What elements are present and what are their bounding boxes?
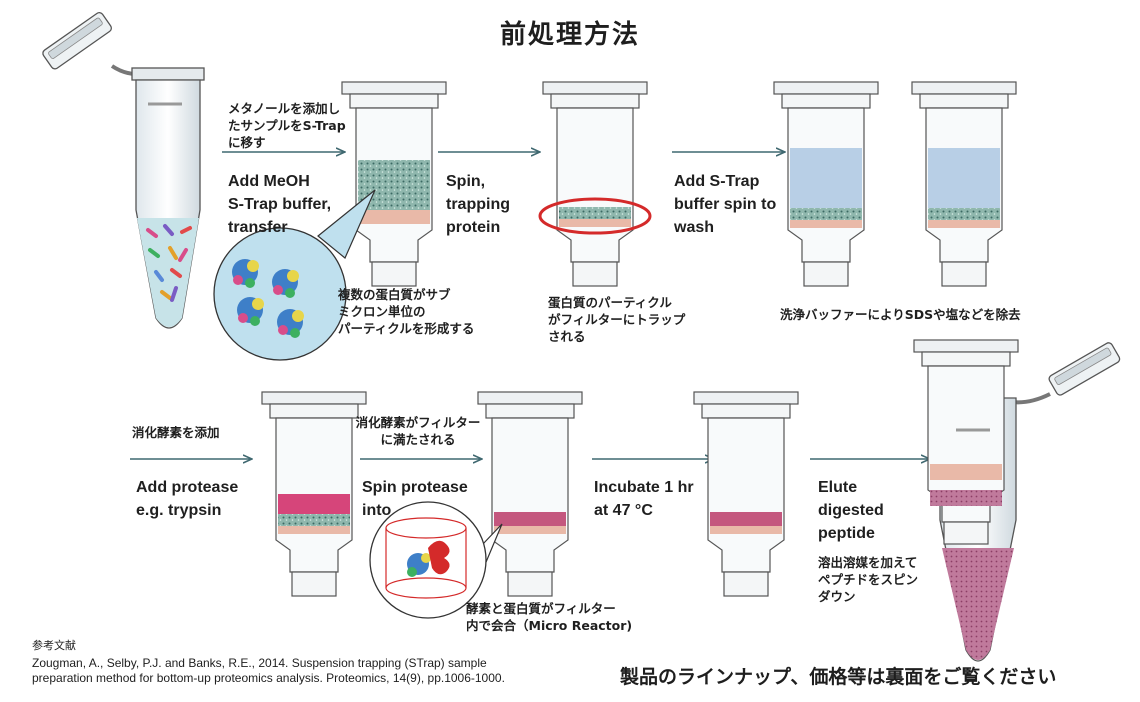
step-2-en-line-1: Spin, [446,173,486,190]
caption-2-line-2: がフィルターにトラップ [548,312,686,327]
step-6-en-line-1: Incubate 1 hr [594,479,694,496]
caption-1-line-3: パーティクルを形成する [338,321,475,336]
step-4-en-line-2: e.g. trypsin [136,502,222,519]
protein-clusters [232,259,304,338]
caption-wash: 洗浄バッファーによりSDSや塩などを除去 [780,306,1021,323]
step-4-en-label: Add protease e.g. trypsin [136,476,238,522]
caption-5-line-2: ペプチドをスピン [818,572,919,587]
step-2-en-line-2: trapping [446,196,510,213]
step-7-en-line-2: digested [818,502,884,519]
caption-elution: 溶出溶媒を加えて ペプチドをスピン ダウン [818,554,918,605]
step-2-en-line-3: protein [446,219,501,236]
reference-line-1: Zougman, A., Selby, P.J. and Banks, R.E.… [32,656,487,670]
spin-column-6 [477,391,583,597]
step-3-en-line-1: Add S-Trap [674,173,760,190]
step-3-en-line-3: wash [674,219,715,236]
step-1-jp-label: メタノールを添加し たサンプルをS-Trap に移す [228,100,346,151]
step-5-en-line-1: Spin protease [362,479,468,496]
step-5-jp-line-2: に満たされる [380,432,456,447]
spin-column-2 [538,81,652,287]
reference-heading: 参考文献 [32,639,76,652]
caption-4-line-1: 酵素と蛋白質がフィルター [466,601,616,616]
step-4-en-line-1: Add protease [136,479,239,496]
reference-line-2: preparation method for bottom-up proteom… [32,671,505,685]
step-4-jp-label: 消化酵素を添加 [132,424,220,441]
page-title: 前処理方法 [499,20,640,50]
step-1-jp-line-1: メタノールを添加し [228,101,341,116]
step-5-jp-line-1: 消化酵素がフィルター [355,415,481,430]
step-5-en-label: Spin protease into [362,476,468,522]
step-1-en-line-3: transfer [228,219,288,236]
caption-5-line-3: ダウン [818,589,856,604]
step-2-en-label: Spin, trapping protein [446,170,510,239]
step-5-en-line-2: into [362,502,392,519]
caption-2-line-1: 蛋白質のパーティクル [548,295,672,310]
spin-column-1 [341,81,447,287]
caption-micro-reactor: 酵素と蛋白質がフィルター 内で会合（Micro Reactor) [466,600,632,634]
step-5-jp-label: 消化酵素がフィルター に満たされる [348,414,488,448]
caption-1-line-1: 複数の蛋白質がサブ [338,287,451,302]
step-1-en-line-2: S-Trap buffer, [228,196,332,213]
micro-reactor-bubble [369,501,503,619]
filter-highlight-ring [538,197,652,235]
process-arrows [130,152,930,459]
caption-filter-trap: 蛋白質のパーティクル がフィルターにトラップ される [548,294,685,345]
step-6-en-label: Incubate 1 hr at 47 °C [594,476,694,522]
caption-4-line-2: 内で会合（Micro Reactor) [466,618,633,633]
protein-particles [146,224,192,302]
caption-particle-formation: 複数の蛋白質がサブ ミクロン単位の パーティクルを形成する [338,286,474,337]
step-3-en-label: Add S-Trap buffer spin to wash [674,170,776,239]
step-6-en-line-2: at 47 °C [594,502,653,519]
step-1-jp-line-2: たサンプルをS-Trap [228,118,346,133]
step-7-en-line-1: Elute [818,479,858,496]
spin-column-3 [773,81,879,287]
sample-tube [42,12,205,329]
back-page-notice: 製品のラインナップ、価格等は裏面をご覧ください [620,666,1057,688]
step-7-en-label: Elute digested peptide [818,476,884,545]
particle-zoom-bubble [213,189,376,361]
caption-3-line-1: 洗浄バッファーによりSDSや塩などを除去 [780,307,1021,322]
step-3-en-line-2: buffer spin to [674,196,777,213]
spin-column-5 [261,391,367,597]
step-4-jp-line-1: 消化酵素を添加 [132,425,220,440]
spin-column-4 [911,81,1017,287]
collection-tube [913,339,1121,662]
caption-5-line-1: 溶出溶媒を加えて [818,555,918,570]
caption-2-line-3: される [548,329,586,344]
reference-citation: Zougman, A., Selby, P.J. and Banks, R.E.… [32,656,592,686]
step-1-en-line-1: Add MeOH [228,173,310,190]
caption-1-line-2: ミクロン単位の [338,304,426,319]
step-1-en-label: Add MeOH S-Trap buffer, transfer [228,170,331,239]
spin-column-7 [693,391,799,597]
step-7-en-line-3: peptide [818,525,875,542]
step-1-jp-line-3: に移す [228,135,266,150]
